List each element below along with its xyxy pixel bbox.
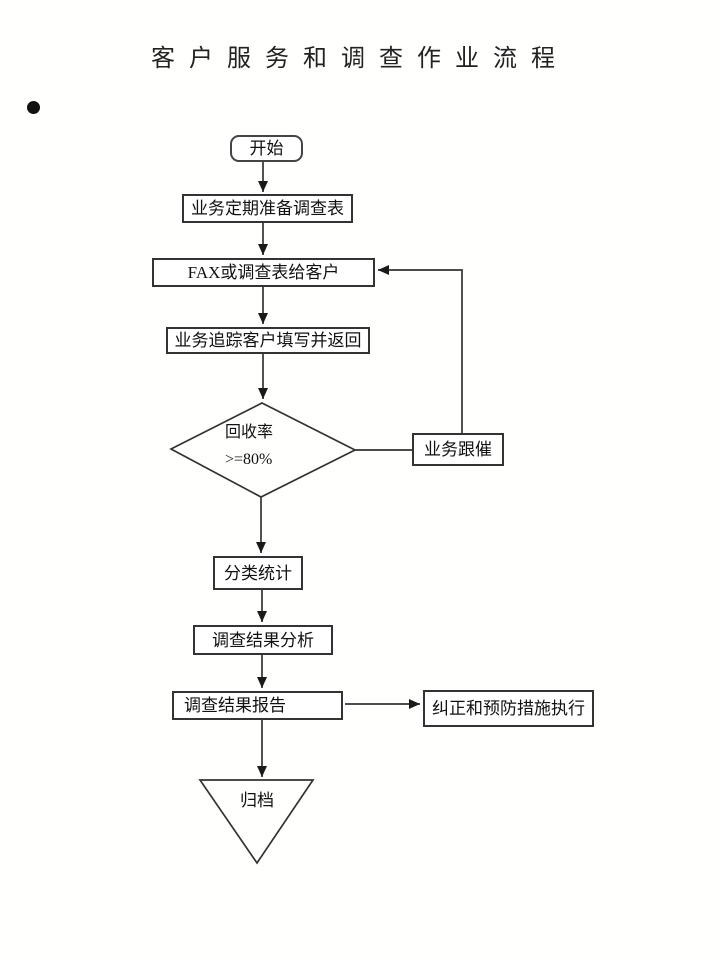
flow-node-result-analysis-label: 调查结果分析 (212, 630, 314, 650)
arrow-followup-to-fax (378, 265, 463, 433)
flow-node-track-return: 业务追踪客户填写并返回 (166, 327, 370, 354)
archive-triangle (198, 779, 315, 865)
flow-node-corrective-action-label: 纠正和预防措施执行 (432, 699, 585, 718)
flow-node-result-report: 调查结果报告 (172, 691, 343, 720)
decision-line1: 回收率 (225, 424, 274, 441)
flow-node-start: 开始 (230, 135, 303, 162)
flow-node-prepare-survey: 业务定期准备调查表 (182, 194, 353, 223)
flow-node-follow-up-label: 业务跟催 (424, 440, 492, 459)
flow-node-fax-to-customer: FAX或调查表给客户 (152, 258, 375, 287)
decision-line2: >=80% (225, 451, 273, 469)
decision-node-label: 回收率 >=80% (225, 419, 273, 473)
flow-node-track-return-label: 业务追踪客户填写并返回 (174, 331, 362, 350)
flow-node-classify-statistics-label: 分类统计 (224, 563, 292, 583)
bullet-point (27, 101, 40, 114)
flow-node-prepare-survey-label: 业务定期准备调查表 (191, 199, 344, 218)
page-title: 客户服务和调查作业流程 (151, 46, 569, 72)
flow-node-fax-to-customer-label: FAX或调查表给客户 (187, 263, 340, 282)
flow-node-classify-statistics: 分类统计 (213, 556, 303, 590)
flow-node-result-report-label: 调查结果报告 (184, 696, 286, 715)
flow-node-result-analysis: 调查结果分析 (193, 625, 333, 655)
archive-node-label: 归档 (240, 791, 274, 810)
flow-node-follow-up: 业务跟催 (412, 433, 504, 466)
flow-node-start-label: 开始 (249, 139, 284, 158)
flow-node-corrective-action: 纠正和预防措施执行 (423, 690, 594, 727)
